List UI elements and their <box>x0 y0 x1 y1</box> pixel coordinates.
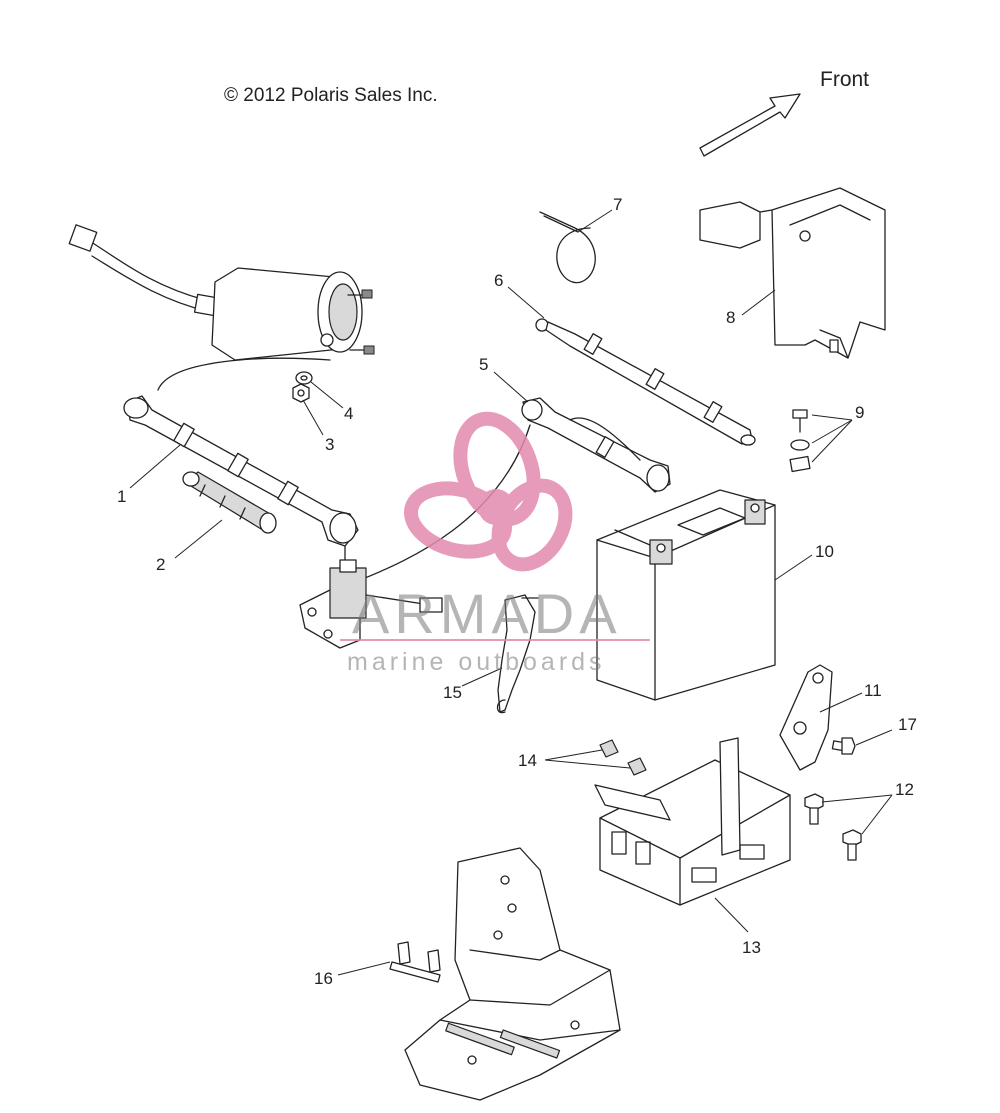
cable-sleeve <box>182 471 277 534</box>
front-arrow <box>699 93 801 157</box>
starter-cable <box>123 357 359 547</box>
starter-motor <box>68 224 375 361</box>
watermark-brand: ARMADA <box>352 582 622 645</box>
battery-bracket <box>779 664 856 771</box>
battery-cable-positive <box>521 397 671 493</box>
callout-6: 6 <box>494 271 504 290</box>
callout-14: 14 <box>518 751 537 770</box>
callout-13: 13 <box>742 938 761 957</box>
retainer-clips <box>599 739 647 776</box>
callout-7: 7 <box>613 195 623 214</box>
callout-12: 12 <box>895 780 914 799</box>
watermark-tagline: marine outboards <box>347 648 606 676</box>
callout-1: 1 <box>117 487 127 506</box>
clip-part-16 <box>389 941 441 983</box>
cable-tie <box>539 211 596 284</box>
armada-logo <box>340 411 650 641</box>
callout-8: 8 <box>726 308 736 327</box>
battery-strap <box>496 594 539 714</box>
battery-cover <box>699 187 886 359</box>
mounting-plate <box>404 847 621 1101</box>
callout-3: 3 <box>325 435 335 454</box>
callout-15: 15 <box>443 683 462 702</box>
callout-leaders <box>129 209 893 976</box>
battery <box>596 489 776 701</box>
callout-9: 9 <box>855 403 865 422</box>
front-direction-label: Front <box>820 68 870 91</box>
callout-16: 16 <box>314 969 333 988</box>
copyright-notice: © 2012 Polaris Sales Inc. <box>224 85 438 106</box>
starter-solenoid <box>299 424 531 649</box>
callout-11: 11 <box>864 681 882 700</box>
callout-5: 5 <box>479 355 489 374</box>
callout-10: 10 <box>815 542 834 561</box>
tray-bolts <box>804 793 862 861</box>
callout-17: 17 <box>898 715 917 734</box>
battery-tray <box>594 737 791 906</box>
battery-cable-negative <box>535 318 756 446</box>
washer <box>295 371 313 385</box>
callout-2: 2 <box>156 555 166 574</box>
callout-4: 4 <box>344 404 354 423</box>
nut <box>292 383 310 403</box>
terminal-hardware <box>789 409 811 473</box>
